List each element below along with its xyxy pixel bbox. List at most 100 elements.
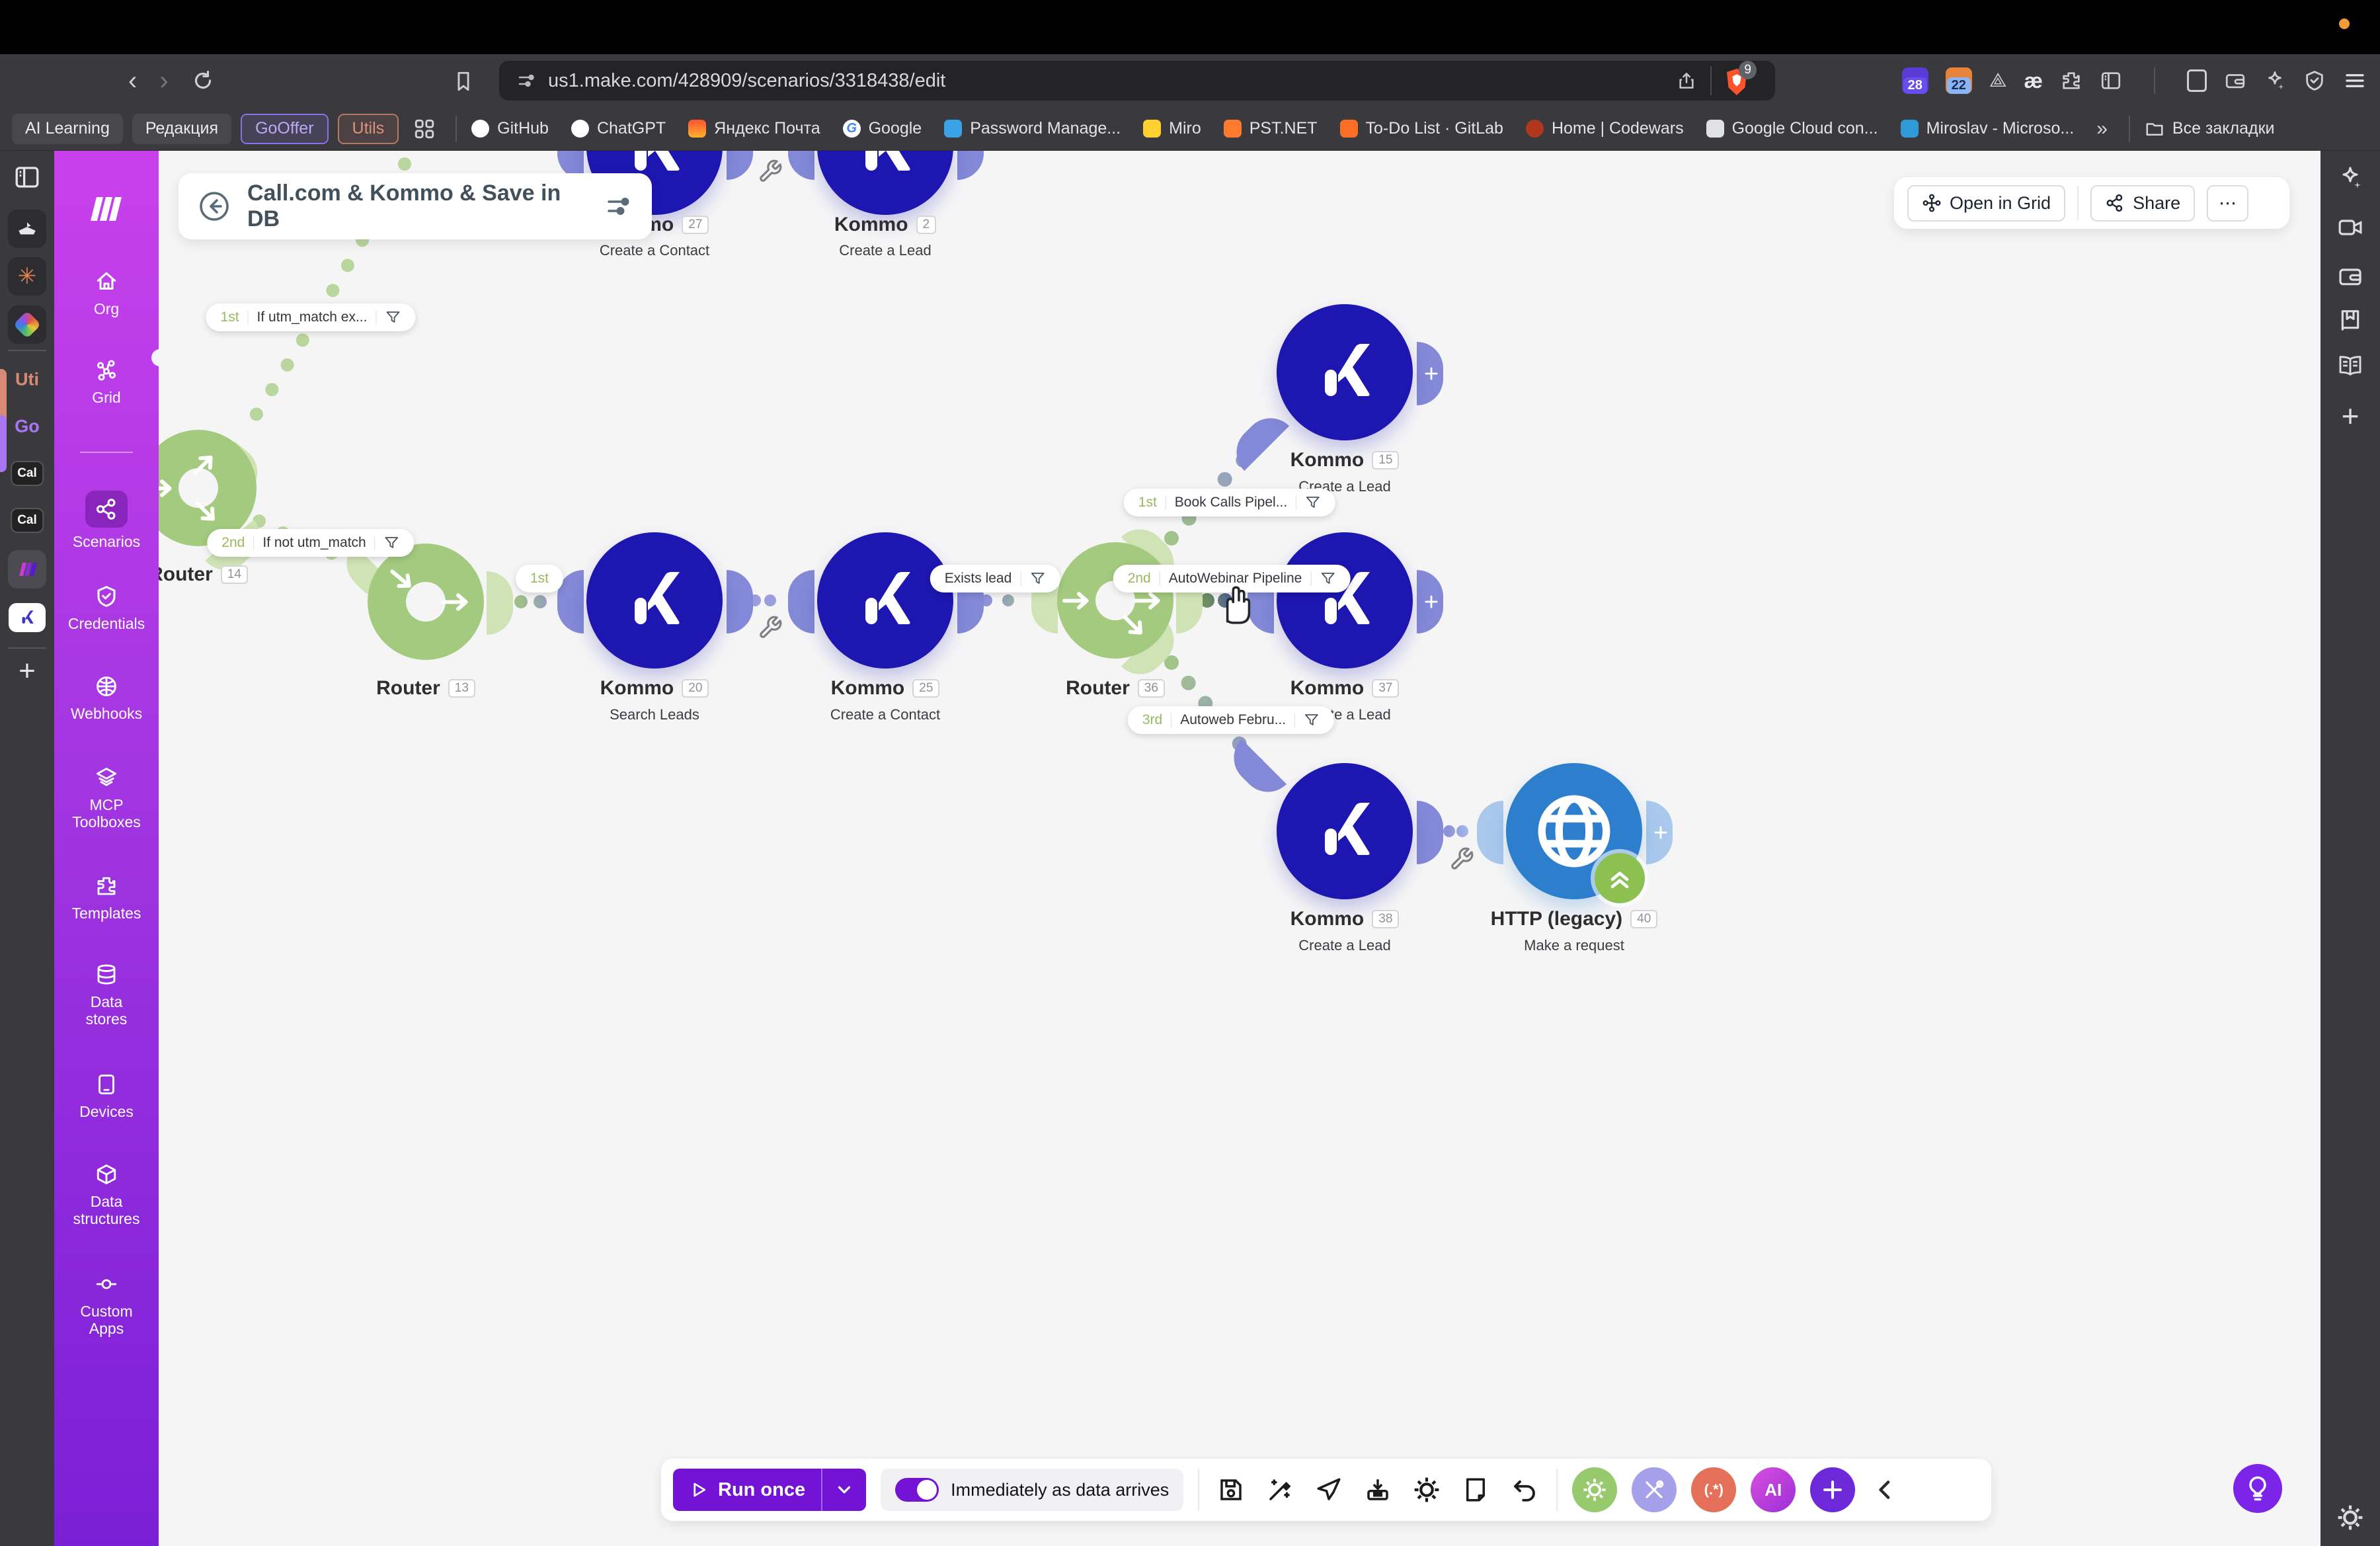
wrench-icon[interactable] xyxy=(1449,846,1474,872)
route-ordinal-pill-1st[interactable]: 1st xyxy=(515,565,564,592)
sidebar-toggle-icon[interactable] xyxy=(13,163,41,191)
undo-icon[interactable] xyxy=(1507,1476,1542,1504)
run-preview-icon[interactable] xyxy=(1312,1476,1346,1504)
scenario-title[interactable]: Call.com & Kommo & Save in DB xyxy=(247,181,561,231)
extension-icon[interactable]: ⟁ xyxy=(1989,69,2007,91)
collapse-toolbar-chevron[interactable] xyxy=(1872,1477,1899,1503)
tools-gear-circle-button[interactable] xyxy=(1572,1467,1618,1512)
wallet-icon[interactable] xyxy=(2224,69,2246,92)
save-icon[interactable] xyxy=(1214,1476,1248,1504)
tab-cal-com-1[interactable]: Cal xyxy=(11,461,44,486)
node-router-14[interactable] xyxy=(159,430,257,546)
leo-ai-sidebar-icon[interactable] xyxy=(2337,165,2363,191)
node-kommo-38[interactable] xyxy=(1277,763,1413,899)
journal-icon[interactable] xyxy=(2337,352,2363,379)
more-button[interactable]: ⋯ xyxy=(2207,184,2249,222)
rail-starburst-icon[interactable]: ✳ xyxy=(8,257,46,296)
open-in-grid-button[interactable]: Open in Grid xyxy=(1907,184,2066,222)
bookmarks-overflow-chevron[interactable]: » xyxy=(2096,117,2108,140)
run-once-button[interactable]: Run once xyxy=(673,1469,867,1511)
bookmark-github[interactable]: GitHub xyxy=(471,119,549,138)
sidebar-item-mcp-toolboxes[interactable]: MCP Toolboxes xyxy=(54,764,159,831)
bookmark-pstnet[interactable]: PST.NET xyxy=(1223,119,1318,138)
tab-group-redakciya[interactable]: Редакция xyxy=(132,113,232,144)
bookmark-codewars[interactable]: Home | Codewars xyxy=(1525,119,1684,138)
bookmark-yandex-mail[interactable]: Яндекс Почта xyxy=(688,119,820,138)
help-bulb-button[interactable] xyxy=(2233,1464,2282,1513)
new-tab-plus-button[interactable]: + xyxy=(19,655,36,687)
sidebar-item-devices[interactable]: Devices xyxy=(54,1071,159,1120)
bookmark-miroslav-microsoft[interactable]: Miroslav - Microso... xyxy=(1900,119,2074,138)
space-tab-gooffer[interactable]: Go xyxy=(15,416,40,436)
wrench-icon[interactable] xyxy=(758,159,783,184)
site-controls-icon[interactable] xyxy=(516,71,536,91)
rewards-icon[interactable] xyxy=(2303,69,2326,92)
sidebar-item-scenarios[interactable]: Scenarios xyxy=(54,491,159,550)
wrench-icon[interactable] xyxy=(758,615,783,640)
filter-pill-exists-lead[interactable]: Exists lead xyxy=(930,565,1060,592)
tab-make-active[interactable] xyxy=(8,550,46,589)
ae-extension-icon[interactable]: æ xyxy=(2024,68,2043,93)
settings-gear-icon[interactable] xyxy=(2336,1504,2364,1531)
extension-icon-22[interactable]: 22 xyxy=(1945,67,1972,94)
auto-align-wand-icon[interactable] xyxy=(1263,1476,1297,1504)
share-page-icon[interactable] xyxy=(1676,70,1697,91)
extensions-puzzle-icon[interactable] xyxy=(2060,69,2082,92)
back-button[interactable] xyxy=(198,190,230,222)
tab-group-gooffer[interactable]: GoOffer xyxy=(241,113,329,144)
settings-gear-icon[interactable] xyxy=(1409,1476,1444,1504)
sidebar-item-templates[interactable]: Templates xyxy=(54,873,159,922)
bookmark-chatgpt[interactable]: ChatGPT xyxy=(571,119,666,138)
sidebar-item-credentials[interactable]: Credentials xyxy=(54,583,159,632)
url-text[interactable]: us1.make.com/428909/scenarios/3318438/ed… xyxy=(548,69,946,91)
split-view-icon[interactable] xyxy=(2187,69,2207,92)
reader-icon[interactable] xyxy=(2100,69,2122,92)
node-kommo-37[interactable] xyxy=(1277,532,1413,669)
extension-icon-28[interactable]: 28 xyxy=(1901,67,1928,94)
bookmark-password-manager[interactable]: Password Manage... xyxy=(944,119,1121,138)
bookmark-miro[interactable]: Miro xyxy=(1143,119,1201,138)
sidebar-item-data-structures[interactable]: Data structures xyxy=(54,1161,159,1228)
space-tab-utils[interactable]: Uti xyxy=(15,369,39,389)
forward-button[interactable]: › xyxy=(150,67,177,94)
sidebar-item-org[interactable]: Org xyxy=(54,268,159,317)
share-button[interactable]: Share xyxy=(2090,184,2196,222)
back-button[interactable]: ‹ xyxy=(119,67,146,94)
tab-group-ai-learning[interactable]: AI Learning xyxy=(12,113,123,144)
tab-group-utils[interactable]: Utils xyxy=(337,113,399,144)
node-router-13[interactable] xyxy=(368,544,484,660)
make-logo[interactable] xyxy=(85,194,128,224)
text-parser-circle-button[interactable]: (.*) xyxy=(1691,1467,1737,1512)
ai-circle-button[interactable]: AI xyxy=(1751,1467,1796,1512)
node-kommo-20[interactable] xyxy=(586,532,723,669)
apps-grid-icon[interactable] xyxy=(413,118,436,140)
leo-ai-icon[interactable] xyxy=(2264,69,2286,92)
filter-pill-autoweb-february[interactable]: 3rd Autoweb Febru... xyxy=(1127,706,1335,734)
node-router-36[interactable] xyxy=(1057,542,1173,659)
filter-pill-utm-match[interactable]: 1st If utm_match ex... xyxy=(206,304,416,331)
sidebar-item-data-stores[interactable]: Data stores xyxy=(54,961,159,1028)
filter-pill-autowebinar[interactable]: 2nd AutoWebinar Pipeline xyxy=(1113,565,1351,592)
filter-pill-book-calls[interactable]: 1st Book Calls Pipel... xyxy=(1123,489,1336,516)
tools-circle-button[interactable] xyxy=(1632,1467,1677,1512)
add-panel-plus-icon[interactable]: + xyxy=(2341,399,2360,433)
add-module-plus-button[interactable] xyxy=(1810,1467,1856,1512)
reading-list-icon[interactable] xyxy=(2337,307,2363,333)
module-update-badge[interactable] xyxy=(1595,853,1645,903)
tab-cal-com-2[interactable]: Cal xyxy=(11,508,44,533)
tab-kommo[interactable] xyxy=(9,603,46,632)
video-call-icon[interactable] xyxy=(2337,214,2363,241)
notes-icon[interactable] xyxy=(1458,1476,1493,1504)
scheduling-toggle[interactable] xyxy=(895,1478,939,1502)
rail-paper-boat-icon[interactable] xyxy=(8,210,46,248)
node-kommo-25[interactable] xyxy=(817,532,953,669)
node-kommo-15[interactable] xyxy=(1277,304,1413,440)
run-options-chevron[interactable] xyxy=(821,1469,866,1511)
bookmark-todo-gitlab[interactable]: To-Do List · GitLab xyxy=(1339,119,1503,138)
export-blueprint-icon[interactable] xyxy=(1361,1476,1395,1504)
wallet-sidebar-icon[interactable] xyxy=(2337,263,2363,290)
brave-shield-icon[interactable]: 9 xyxy=(1724,61,1757,97)
rail-gemini-icon[interactable] xyxy=(8,305,46,344)
